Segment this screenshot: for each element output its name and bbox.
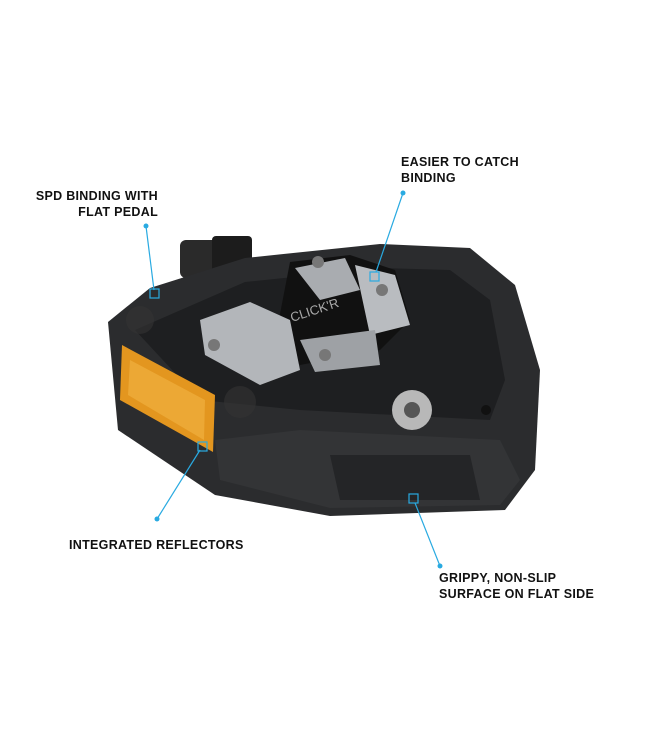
callout-text: EASIER TO CATCH: [401, 155, 519, 169]
callout-grippy-surface: GRIPPY, NON-SLIP SURFACE ON FLAT SIDE: [439, 570, 594, 602]
callout-text: BINDING: [401, 171, 456, 185]
callout-marker-spd: [149, 288, 160, 299]
callout-text: GRIPPY, NON-SLIP: [439, 571, 557, 585]
callout-dot-reflectors: [154, 516, 160, 522]
callout-marker-reflectors: [197, 441, 208, 452]
callout-marker-catch: [369, 271, 380, 282]
spd-binding: CLICK'R: [200, 255, 410, 385]
callout-line-reflectors: [156, 449, 201, 520]
callout-text: SPD BINDING WITH: [35, 189, 158, 203]
callout-dot-spd: [143, 223, 149, 229]
callout-spd-binding: SPD BINDING WITH FLAT PEDAL: [36, 188, 158, 220]
callout-text: SURFACE ON FLAT SIDE: [439, 587, 595, 601]
callout-line-grippy: [414, 502, 441, 567]
callout-reflectors: INTEGRATED REFLECTORS: [69, 537, 244, 553]
callout-lines: [145, 192, 441, 567]
callout-line-spd: [145, 225, 155, 291]
callout-marker-grippy: [408, 493, 419, 504]
callout-text: FLAT PEDAL: [78, 205, 158, 219]
callout-dot-grippy: [437, 563, 443, 569]
callout-line-catch: [375, 192, 404, 273]
callout-easier-catch: EASIER TO CATCH BINDING: [401, 154, 519, 186]
callout-text: INTEGRATED REFLECTORS: [69, 538, 244, 552]
callout-dot-catch: [400, 190, 406, 196]
hex-bolt: [392, 390, 491, 430]
